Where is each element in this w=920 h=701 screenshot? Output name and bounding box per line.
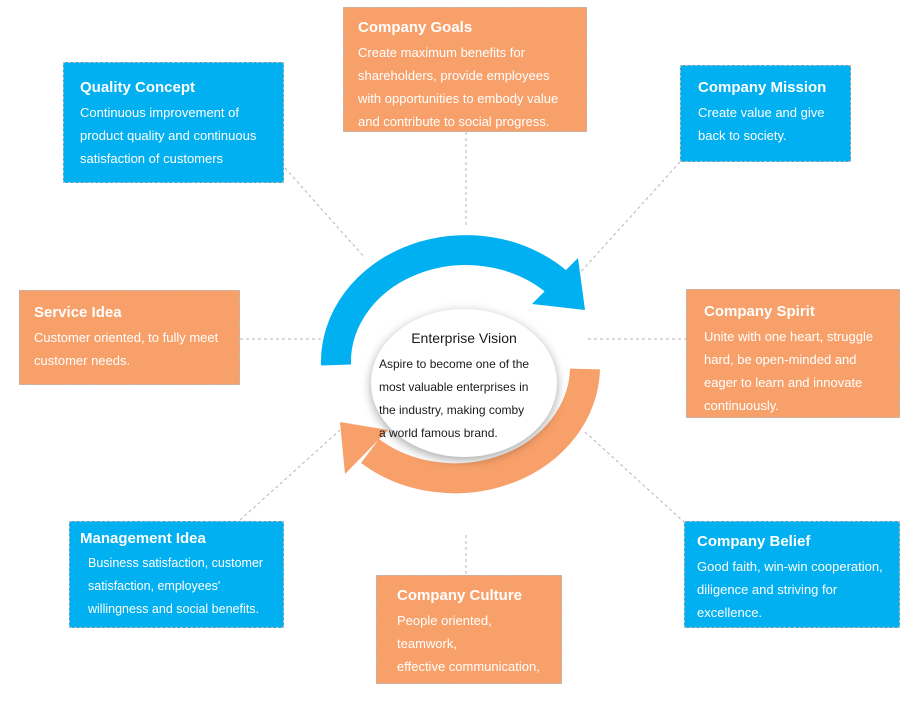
company-spirit-title: Company Spirit	[704, 303, 815, 320]
service-idea-title: Service Idea	[34, 304, 122, 321]
quality-concept-title: Quality Concept	[80, 79, 196, 96]
service-idea-body: Customer oriented, to fully meet custome…	[34, 330, 219, 368]
company-culture-title: Company Culture	[397, 587, 523, 604]
connector-belief	[584, 431, 685, 523]
enterprise-vision-circle	[371, 309, 557, 457]
connector-management	[239, 429, 341, 521]
service-idea-box: Service Idea Customer oriented, to fully…	[19, 290, 240, 385]
quality-concept-box: Quality Concept Continuous improvement o…	[63, 62, 284, 183]
company-culture-box: Company Culture People oriented, teamwor…	[376, 575, 562, 697]
company-mission-body: Create value and give back to society.	[698, 105, 825, 143]
blue-cycle-arrow	[320, 235, 585, 366]
company-belief-box: Company Belief Good faith, win-win coope…	[684, 521, 900, 628]
enterprise-vision-title: Enterprise Vision	[411, 330, 517, 346]
company-culture-body: People oriented, teamwork, effective com…	[397, 613, 540, 697]
company-goals-body: Create maximum benefits for shareholders…	[358, 45, 559, 129]
company-belief-body: Good faith, win-win cooperation, diligen…	[697, 559, 883, 620]
company-spirit-body: Unite with one heart, struggle hard, be …	[704, 329, 874, 413]
enterprise-vision-body: Aspire to become one of the most valuabl…	[379, 357, 530, 440]
company-mission-title: Company Mission	[698, 79, 827, 96]
orange-cycle-arrow	[340, 368, 600, 494]
connector-mission	[577, 161, 681, 276]
company-goals-box: Company Goals Create maximum benefits fo…	[343, 7, 587, 132]
management-idea-body: Business satisfaction, customer satisfac…	[88, 556, 264, 616]
company-mission-box: Company Mission Create value and give ba…	[680, 65, 851, 162]
management-idea-box: Management Idea Business satisfaction, c…	[69, 521, 284, 628]
quality-concept-body: Continuous improvement of product qualit…	[80, 105, 257, 166]
company-belief-title: Company Belief	[697, 533, 811, 550]
company-goals-title: Company Goals	[358, 19, 473, 36]
management-idea-title: Management Idea	[80, 530, 206, 547]
company-spirit-box: Company Spirit Unite with one heart, str…	[686, 289, 900, 418]
connector-quality	[284, 167, 366, 259]
